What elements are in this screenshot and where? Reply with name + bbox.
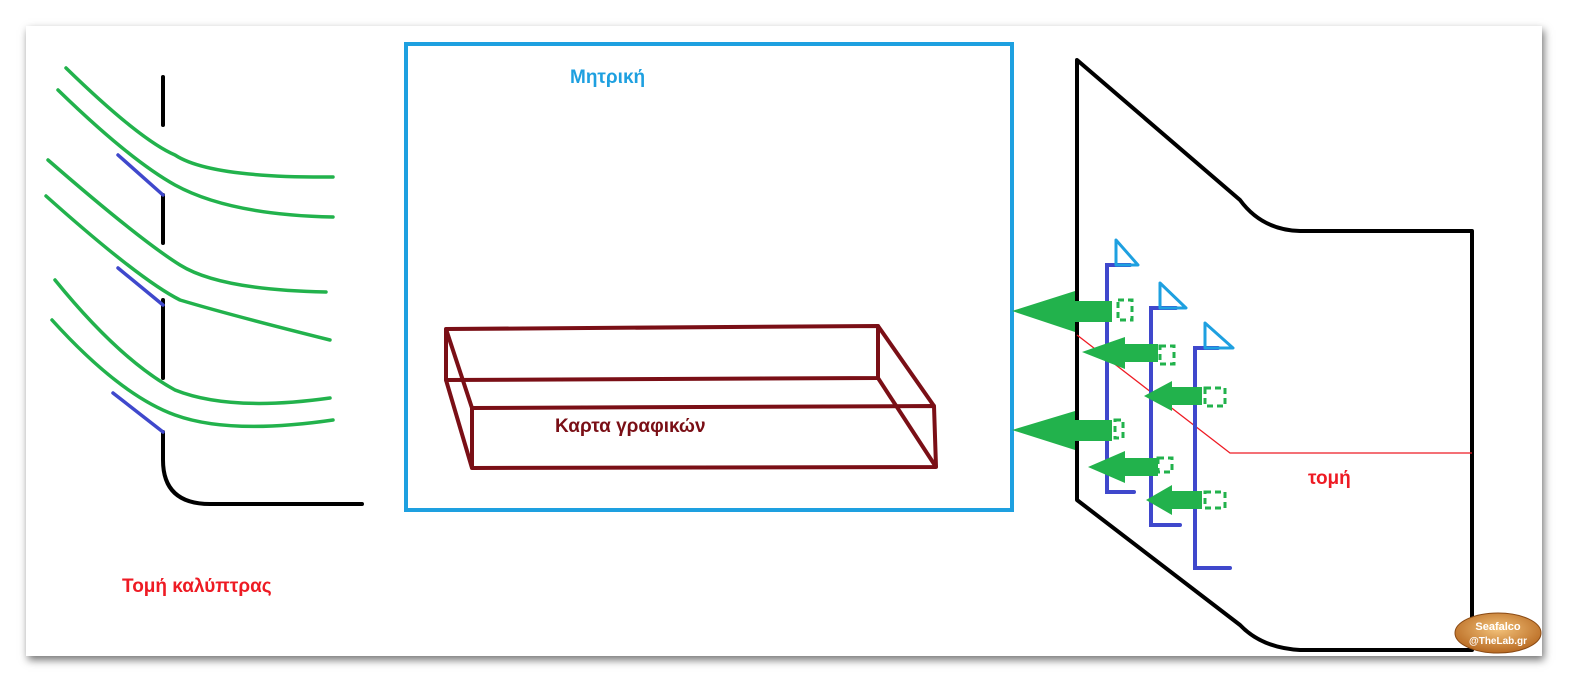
side-panel: τομή bbox=[1012, 58, 1474, 652]
cut-label: τομή bbox=[1308, 468, 1351, 489]
graphics-card-box bbox=[444, 324, 938, 470]
hood-section-label: Τομή καλύπτρας bbox=[122, 576, 272, 597]
watermark-logo: Seafalco @TheLab.gr bbox=[1454, 612, 1542, 654]
louver-slats bbox=[111, 153, 165, 434]
watermark-line1: Seafalco bbox=[1475, 621, 1521, 633]
motherboard-frame bbox=[404, 42, 1014, 512]
motherboard-diagram: Μητρική Καρτα γραφικών bbox=[404, 42, 1014, 512]
watermark-line2: @TheLab.gr bbox=[1469, 636, 1527, 647]
hood-section: Τομή καλύπτρας bbox=[44, 66, 364, 597]
louver-fin-icon bbox=[1105, 238, 1235, 570]
graphics-card-label: Καρτα γραφικών bbox=[555, 416, 706, 437]
airflow-arrow-icon bbox=[1012, 291, 1202, 515]
cut-line bbox=[1076, 334, 1472, 454]
airflow-lines bbox=[44, 66, 335, 429]
side-panel-outline bbox=[1075, 58, 1474, 652]
motherboard-label: Μητρική bbox=[570, 67, 645, 88]
hood-outline bbox=[161, 75, 364, 506]
canvas-card bbox=[26, 26, 1542, 656]
